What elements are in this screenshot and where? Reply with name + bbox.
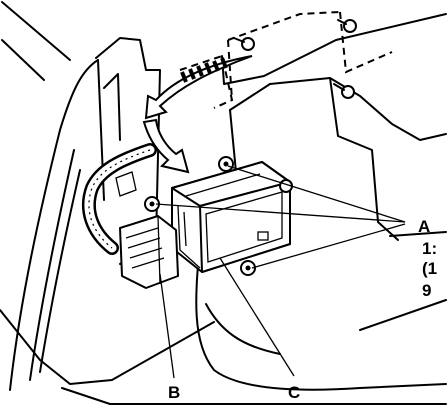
leader-lines: [155, 165, 406, 379]
mounting-nut-3: [240, 260, 256, 276]
ecm-unit: [171, 161, 291, 273]
bolt-top-1: [233, 37, 255, 51]
bolt-top-3: [333, 83, 355, 99]
removal-arrow-lower: [142, 118, 190, 174]
callout-c: C: [288, 383, 300, 402]
bolt-top-2: [337, 19, 357, 33]
callout-b: B: [168, 383, 180, 402]
mounting-nut-1: [218, 156, 234, 172]
removal-arrow-upper: [144, 55, 253, 120]
torque-spec-line-1: 1:: [422, 239, 437, 258]
wiring-harness: [81, 143, 157, 255]
torque-spec-line-3: 9: [422, 281, 431, 300]
torque-spec-line-2: (1: [422, 259, 437, 278]
ecm-connector-b: [119, 215, 179, 289]
fender-structure: [0, 1, 447, 405]
callout-a: A: [418, 217, 430, 236]
bracket-outline-dashed: [179, 11, 393, 109]
